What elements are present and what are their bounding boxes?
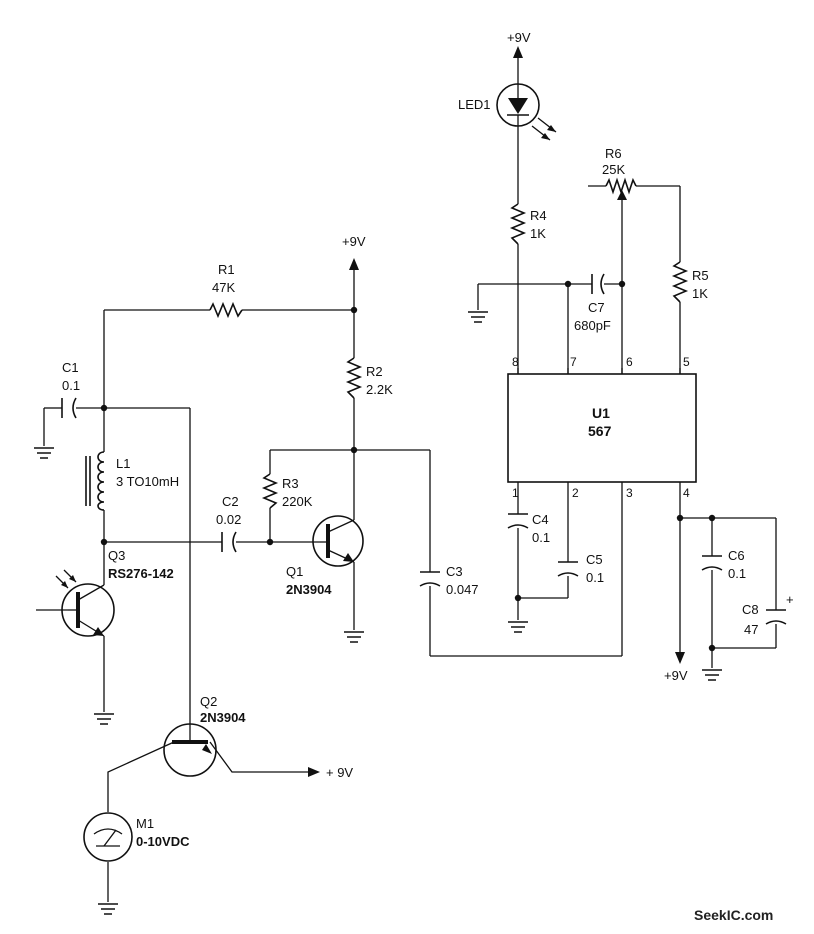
pin-label-5: 5 [683, 355, 690, 369]
ground-icon [468, 311, 488, 323]
led-led1 [496, 83, 557, 141]
label-c1-name: C1 [62, 360, 79, 375]
label-c2-value: 0.02 [216, 512, 241, 527]
label-r1-value: 47K [212, 280, 235, 295]
pin-label-7: 7 [570, 355, 577, 369]
label-v-top: +9V [507, 30, 531, 45]
ground-icon [94, 713, 114, 725]
label-r6-value: 25K [602, 162, 625, 177]
label-r3-value: 220K [282, 494, 313, 509]
label-c5-value: 0.1 [586, 570, 604, 585]
inductor-l1 [85, 451, 105, 511]
potentiometer-r6 [605, 177, 637, 200]
capacitor-c3 [419, 571, 441, 587]
label-c6-name: C6 [728, 548, 745, 563]
label-v-mid: +9V [342, 234, 366, 249]
transistor-q1 [312, 515, 364, 567]
ic-u1 [507, 368, 697, 483]
label-r5-name: R5 [692, 268, 709, 283]
label-r6-name: R6 [605, 146, 622, 161]
label-m1-value: 0-10VDC [136, 834, 190, 849]
transistor-q3 [55, 569, 115, 637]
label-l1-name: L1 [116, 456, 130, 471]
capacitor-c2 [221, 531, 237, 553]
label-q2-name: Q2 [200, 694, 217, 709]
label-r4-name: R4 [530, 208, 547, 223]
label-r5-value: 1K [692, 286, 708, 301]
pin-label-4: 4 [683, 486, 690, 500]
watermark-text: SeekIC.com [694, 907, 773, 923]
resistor-r3 [261, 473, 279, 509]
label-c1-value: 0.1 [62, 378, 80, 393]
capacitor-c6 [701, 555, 723, 571]
ground-icon [702, 669, 722, 681]
label-m1-name: M1 [136, 816, 154, 831]
label-c2-name: C2 [222, 494, 239, 509]
label-c8-name: C8 [742, 602, 759, 617]
label-r3-name: R3 [282, 476, 299, 491]
label-q3-value: RS276-142 [108, 566, 174, 581]
ground-symbols [34, 311, 722, 915]
label-u1-value: 567 [588, 423, 612, 439]
resistor-r4 [509, 203, 527, 245]
label-q1-name: Q1 [286, 564, 303, 579]
capacitor-c7 [591, 273, 605, 295]
capacitor-c4 [507, 513, 529, 529]
capacitor-c5 [557, 561, 579, 577]
label-c7-name: C7 [588, 300, 605, 315]
resistor-r2 [345, 357, 363, 399]
label-r2-name: R2 [366, 364, 383, 379]
resistor-r5 [671, 261, 689, 303]
label-c4-value: 0.1 [532, 530, 550, 545]
label-led1: LED1 [458, 97, 491, 112]
pin-label-2: 2 [572, 486, 579, 500]
label-c5-name: C5 [586, 552, 603, 567]
junctions [100, 280, 716, 652]
label-c3-value: 0.047 [446, 582, 479, 597]
label-v-q2: + 9V [326, 765, 353, 780]
capacitor-c1 [61, 397, 77, 419]
ground-icon [98, 903, 118, 915]
ground-icon [344, 631, 364, 643]
label-v-pin4: +9V [664, 668, 688, 683]
label-c7-value: 680pF [574, 318, 611, 333]
component-labels: +9V LED1 R6 25K R4 1K R5 1K C7 680pF +9V… [62, 30, 794, 849]
label-l1-value: 3 TO10mH [116, 474, 179, 489]
pin-label-1: 1 [512, 486, 519, 500]
pin-label-8: 8 [512, 355, 519, 369]
label-q1-value: 2N3904 [286, 582, 332, 597]
label-r2-value: 2.2K [366, 382, 393, 397]
supply-arrows [308, 46, 685, 777]
transistor-q2 [163, 723, 217, 777]
wires [36, 48, 777, 902]
ground-icon [34, 447, 54, 459]
label-r4-value: 1K [530, 226, 546, 241]
label-c4-name: C4 [532, 512, 549, 527]
label-c6-value: 0.1 [728, 566, 746, 581]
capacitor-c8 [765, 609, 787, 625]
label-c8-value: 47 [744, 622, 758, 637]
label-c3-name: C3 [446, 564, 463, 579]
label-q2-value: 2N3904 [200, 710, 246, 725]
label-c8-plus: + [786, 592, 794, 607]
label-u1-name: U1 [592, 405, 610, 421]
ground-icon [508, 621, 528, 633]
pin-label-3: 3 [626, 486, 633, 500]
label-r1-name: R1 [218, 262, 235, 277]
label-q3-name: Q3 [108, 548, 125, 563]
pin-label-6: 6 [626, 355, 633, 369]
resistor-r1 [209, 301, 243, 319]
meter-m1 [83, 812, 133, 862]
